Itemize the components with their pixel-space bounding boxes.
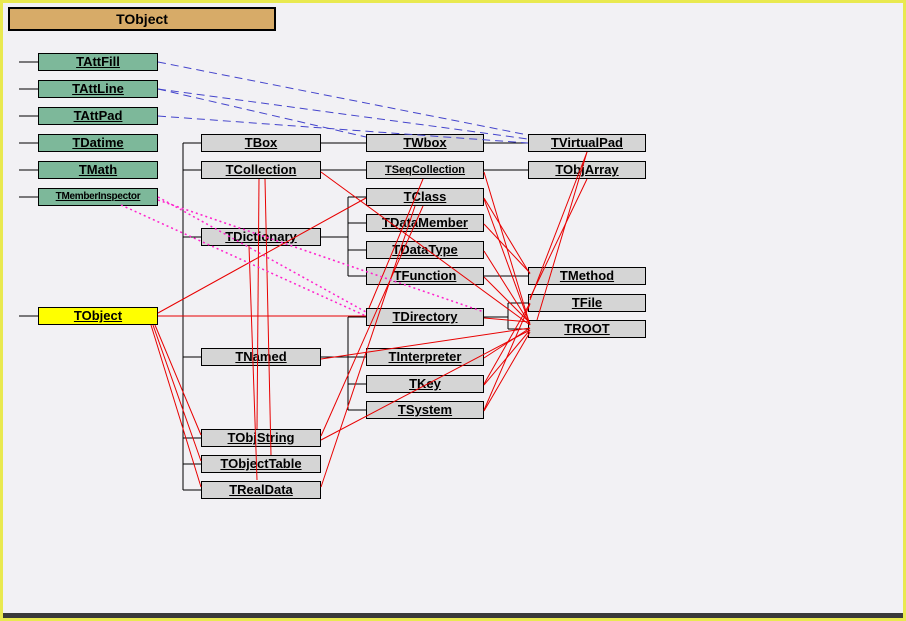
class-box-tkey[interactable]: TKey [366,375,484,393]
class-label: TCollection [225,162,297,177]
class-label: TDataType [392,242,458,257]
class-label: TDictionary [225,229,297,244]
class-label: TSeqCollection [384,164,466,176]
class-label: TNamed [235,349,287,364]
class-box-tattline[interactable]: TAttLine [38,80,158,98]
class-label: TMemberInspector [55,191,141,202]
class-label: TMethod [559,268,615,283]
class-label: TKey [409,376,441,391]
class-label: TROOT [564,321,610,336]
class-box-tvirtualpad[interactable]: TVirtualPad [528,134,646,152]
class-box-tobjstring[interactable]: TObjString [201,429,321,447]
canvas-bottom-edge [3,613,903,618]
class-label: TObjectTable [220,456,302,471]
class-box-tcollection[interactable]: TCollection [201,161,321,179]
class-box-tdatime[interactable]: TDatime [38,134,158,152]
class-label: TObject [73,308,123,323]
class-box-tobjecttable[interactable]: TObjectTable [201,455,321,473]
class-box-tdirectory[interactable]: TDirectory [366,308,484,326]
class-label: TBox [244,135,278,150]
class-box-tmethod[interactable]: TMethod [528,267,646,285]
class-box-tnamed[interactable]: TNamed [201,348,321,366]
class-label: TClass [403,189,447,204]
class-box-tinterpreter[interactable]: TInterpreter [366,348,484,366]
class-box-tfunction[interactable]: TFunction [366,267,484,285]
class-box-tobject[interactable]: TObject [38,307,158,325]
class-label: TAttLine [72,81,124,96]
class-label: TMath [78,162,118,177]
class-box-tattpad[interactable]: TAttPad [38,107,158,125]
class-box-twbox[interactable]: TWbox [366,134,484,152]
class-label: TVirtualPad [550,135,623,150]
class-box-troot[interactable]: TROOT [528,320,646,338]
class-box-tmemberinspector[interactable]: TMemberInspector [38,188,158,206]
class-label: TObjArray [555,162,619,177]
class-box-tseqcollection[interactable]: TSeqCollection [366,161,484,179]
class-label: TDataMember [382,215,468,230]
diagram-title-label: TObject [116,11,168,27]
class-box-tdatamember[interactable]: TDataMember [366,214,484,232]
class-label: TInterpreter [388,349,462,364]
class-label: TDatime [72,135,124,150]
class-label: TFunction [393,268,457,283]
class-box-tsystem[interactable]: TSystem [366,401,484,419]
class-label: TFile [571,295,603,310]
class-box-tdictionary[interactable]: TDictionary [201,228,321,246]
class-label: TRealData [229,482,293,497]
class-label: TAttFill [76,54,120,69]
class-box-tmath[interactable]: TMath [38,161,158,179]
diagram-title-pave[interactable]: TObject [8,7,276,31]
class-box-tfile[interactable]: TFile [528,294,646,312]
class-label: TObjString [227,430,295,445]
class-box-tclass[interactable]: TClass [366,188,484,206]
class-box-trealdata[interactable]: TRealData [201,481,321,499]
class-label: TWbox [403,135,447,150]
class-box-tattfill[interactable]: TAttFill [38,53,158,71]
class-box-tbox[interactable]: TBox [201,134,321,152]
class-label: TDirectory [392,309,458,324]
class-label: TSystem [397,402,453,417]
class-box-tdatatype[interactable]: TDataType [366,241,484,259]
class-label: TAttPad [73,108,123,123]
class-box-tobjarray[interactable]: TObjArray [528,161,646,179]
